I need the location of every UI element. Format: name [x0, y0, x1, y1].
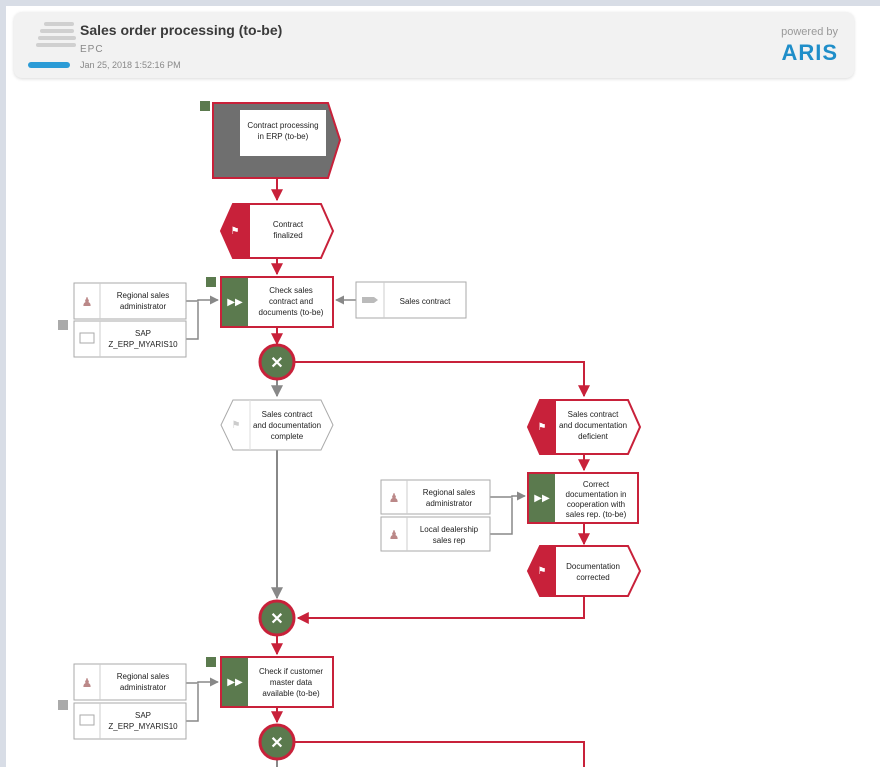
window-left-border — [0, 0, 6, 767]
function-correct-documentation[interactable]: ▶▶ Correct documentation in cooperation … — [527, 472, 639, 524]
function-icon: ▶▶ — [227, 677, 243, 688]
event-label-2: and documentation — [559, 421, 627, 430]
assignment-icon[interactable] — [58, 320, 68, 330]
model-stack-icon — [36, 22, 80, 52]
model-type: EPC — [80, 44, 104, 55]
model-header: Sales order processing (to-be) EPC Jan 2… — [14, 12, 854, 78]
assignment-icon[interactable] — [58, 700, 68, 710]
system-label-1: SAP — [135, 711, 151, 720]
function-label-4: sales rep. (to-be) — [566, 510, 627, 519]
hierarchy-icon[interactable] — [206, 657, 216, 667]
function-label-1: Check sales — [269, 286, 313, 295]
system-label-1: SAP — [135, 329, 151, 338]
process-interface-label-2: in ERP (to-be) — [258, 132, 309, 141]
role-regional-sales-admin-1[interactable]: ♟ Regional sales administrator — [73, 282, 187, 320]
connectors — [186, 178, 590, 767]
role-label-1: Regional sales — [423, 488, 475, 497]
xor-connector-1[interactable]: ✕ — [258, 343, 296, 381]
load-progress-bar — [28, 62, 70, 68]
function-label-2: master data — [270, 678, 313, 687]
role-label-2: administrator — [426, 499, 473, 508]
document-label: Sales contract — [400, 297, 451, 306]
event-label-2: finalized — [273, 231, 302, 240]
event-label-1: Contract — [273, 220, 304, 229]
role-local-dealership-rep[interactable]: ♟ Local dealership sales rep — [380, 516, 491, 552]
model-title: Sales order processing (to-be) — [80, 22, 283, 38]
function-check-master-data[interactable]: ▶▶ Check if customer master data availab… — [206, 656, 334, 708]
event-label-3: deficient — [578, 432, 609, 441]
flag-icon: ⚑ — [231, 226, 240, 237]
event-docs-complete[interactable]: ⚑ Sales contract and documentation compl… — [220, 399, 334, 451]
role-label-1: Local dealership — [420, 525, 479, 534]
role-regional-sales-admin-2[interactable]: ♟ Regional sales administrator — [380, 479, 491, 515]
event-docs-deficient[interactable]: ⚑ Sales contract and documentation defic… — [526, 399, 642, 455]
xor-icon: ✕ — [270, 355, 283, 372]
function-label-3: available (to-be) — [262, 689, 320, 698]
system-sap-1[interactable]: SAP Z_ERP_MYARIS10 — [58, 320, 187, 358]
event-label-1: Documentation — [566, 562, 620, 571]
role-label-1: Regional sales — [117, 672, 169, 681]
person-icon: ♟ — [389, 528, 400, 542]
role-label-2: administrator — [120, 302, 167, 311]
system-sap-2[interactable]: SAP Z_ERP_MYARIS10 — [58, 700, 187, 740]
person-icon: ♟ — [82, 676, 93, 690]
document-sales-contract[interactable]: Sales contract — [355, 281, 467, 319]
event-label-1: Sales contract — [262, 410, 313, 419]
role-label-2: administrator — [120, 683, 167, 692]
function-label-2: documentation in — [566, 490, 627, 499]
powered-by-text: powered by — [781, 26, 838, 38]
flag-icon: ⚑ — [538, 422, 547, 433]
role-label-1: Regional sales — [117, 291, 169, 300]
aris-logo[interactable]: ARIS — [781, 40, 838, 65]
event-label-2: corrected — [576, 573, 609, 582]
hierarchy-icon[interactable] — [206, 277, 216, 287]
xor-connector-3[interactable]: ✕ — [258, 723, 296, 761]
event-label-1: Sales contract — [568, 410, 619, 419]
event-contract-finalized[interactable]: ⚑ Contract finalized — [219, 203, 335, 259]
person-icon: ♟ — [82, 295, 93, 309]
application-icon — [79, 714, 95, 726]
event-label-2: and documentation — [253, 421, 321, 430]
function-check-sales-contract[interactable]: ▶▶ Check sales contract and documents (t… — [206, 276, 334, 328]
event-documentation-corrected[interactable]: ⚑ Documentation corrected — [526, 545, 642, 597]
function-label-1: Check if customer — [259, 667, 323, 676]
flag-icon: ⚑ — [538, 566, 547, 577]
role-label-2: sales rep — [433, 536, 466, 545]
process-interface-contract-processing[interactable]: Contract processing in ERP (to-be) — [200, 101, 342, 179]
function-label-3: cooperation with — [567, 500, 625, 509]
xor-icon: ✕ — [270, 735, 283, 752]
system-label-2: Z_ERP_MYARIS10 — [108, 722, 178, 731]
process-interface-icon — [217, 112, 237, 130]
role-regional-sales-admin-3[interactable]: ♟ Regional sales administrator — [73, 663, 187, 701]
function-icon: ▶▶ — [534, 493, 550, 504]
window-top-border — [0, 0, 880, 6]
xor-icon: ✕ — [270, 611, 283, 628]
person-icon: ♟ — [389, 491, 400, 505]
event-label-3: complete — [271, 432, 304, 441]
xor-connector-2[interactable]: ✕ — [258, 599, 296, 637]
document-icon — [362, 297, 378, 303]
function-label-1: Correct — [583, 480, 610, 489]
function-label-3: documents (to-be) — [259, 308, 324, 317]
function-label-2: contract and — [269, 297, 313, 306]
system-label-2: Z_ERP_MYARIS10 — [108, 340, 178, 349]
model-date: Jan 25, 2018 1:52:16 PM — [80, 60, 181, 70]
hierarchy-icon[interactable] — [200, 101, 210, 111]
flag-icon: ⚑ — [232, 420, 241, 431]
application-icon — [79, 332, 95, 344]
function-icon: ▶▶ — [227, 297, 243, 308]
process-interface-label-1: Contract processing — [247, 121, 318, 130]
